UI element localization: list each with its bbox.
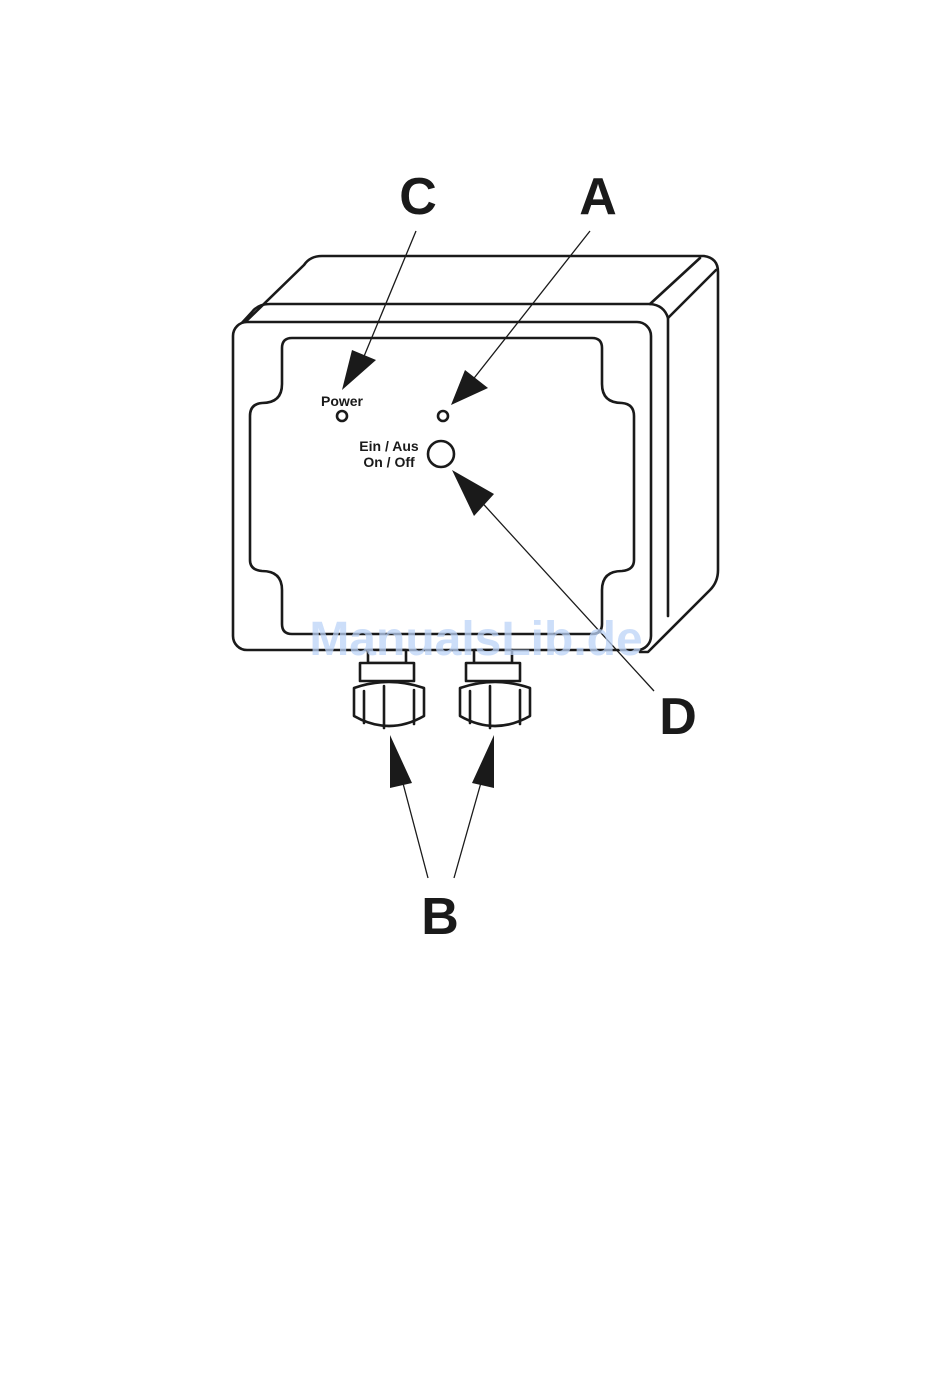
callout-b-leader xyxy=(390,735,494,878)
housing xyxy=(233,256,718,652)
callout-d: D xyxy=(659,688,697,746)
housing-front-face xyxy=(233,322,651,650)
watermark-text: ManualsLib.de xyxy=(309,613,642,666)
callout-c: C xyxy=(399,168,437,226)
on-off-button[interactable] xyxy=(428,441,454,467)
callout-b: B xyxy=(421,888,459,946)
switch-label-en: On / Off xyxy=(363,454,415,470)
power-label: Power xyxy=(321,393,364,409)
callout-a: A xyxy=(579,168,617,226)
switch-label-de: Ein / Aus xyxy=(359,438,419,454)
